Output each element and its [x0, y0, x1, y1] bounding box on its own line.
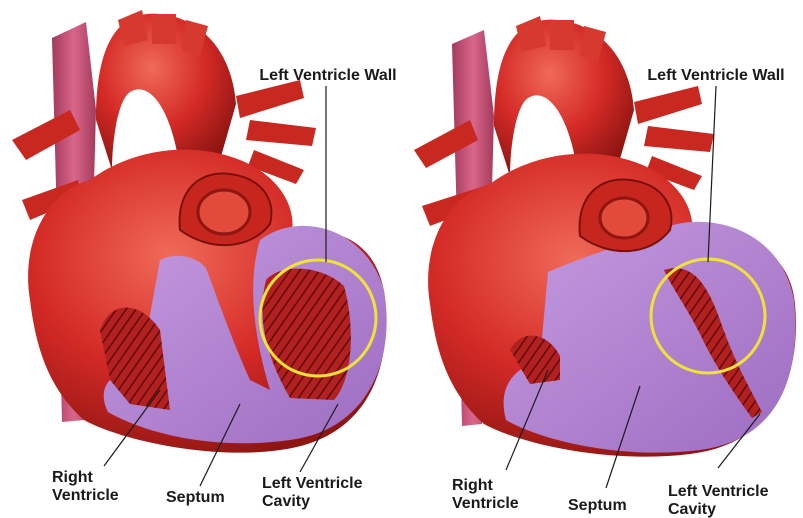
label-right-ventricle-line2: Ventricle [52, 487, 119, 504]
valve-ring [198, 190, 250, 234]
valve-ring-2 [600, 198, 648, 238]
label-right-ventricle-line1: Right [52, 469, 94, 486]
label-cavity-line1: Left Ventricle [668, 483, 769, 500]
label-lv-wall: Left Ventricle Wall [647, 67, 784, 84]
label-cavity-line2: Cavity [668, 501, 716, 518]
label-septum: Septum [568, 497, 627, 514]
label-right-ventricle-line1: Right [452, 477, 494, 494]
label-right-ventricle-line2: Ventricle [452, 495, 519, 512]
label-cavity-line2: Cavity [262, 493, 310, 510]
label-lv-wall: Left Ventricle Wall [259, 67, 396, 84]
label-cavity-line1: Left Ventricle [262, 475, 363, 492]
label-septum: Septum [166, 489, 225, 506]
